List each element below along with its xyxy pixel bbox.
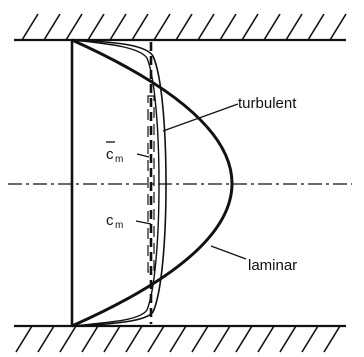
mean-velocity-symbol: c (106, 212, 114, 229)
mean-velocity-subscript: m (115, 220, 123, 231)
mean-velocity-leader-line (135, 220, 152, 225)
upper-wall-hatching (21, 13, 347, 41)
mean-velocity-label: c m (106, 212, 123, 231)
upper-pipe-wall (14, 13, 347, 42)
lower-wall-hatching (15, 325, 341, 353)
mean-velocity-bar-rectangle (147, 95, 155, 273)
laminar-label: laminar (248, 257, 297, 274)
turbulent-leader-line (162, 103, 239, 132)
turbulent-profile-inner (71, 39, 160, 327)
lower-pipe-wall (14, 324, 346, 353)
turbulent-label: turbulent (238, 95, 297, 112)
mean-velocity-bar-symbol: c (106, 146, 114, 163)
laminar-leader-line (210, 245, 247, 260)
mean-velocity-bar-label: c m (106, 141, 123, 165)
mean-velocity-bar-leader-line (136, 153, 150, 158)
mean-velocity-bar-subscript: m (115, 154, 123, 165)
laminar-profile (71, 38, 234, 328)
turbulent-profile-outer (71, 39, 167, 327)
